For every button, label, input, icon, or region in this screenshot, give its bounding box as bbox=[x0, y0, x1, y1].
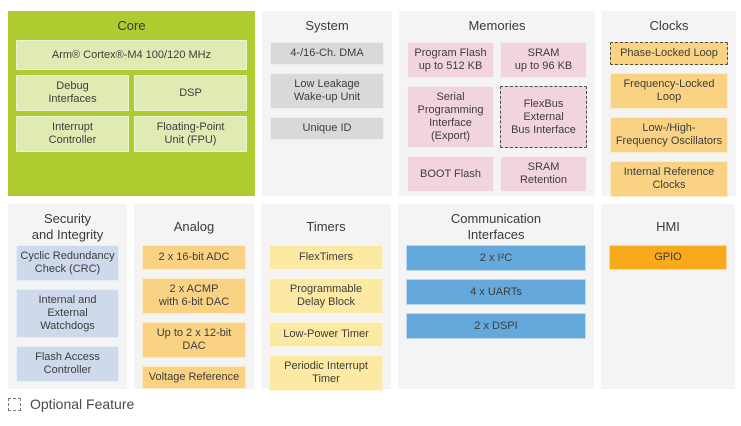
section-title-system: System bbox=[305, 18, 349, 33]
memories-blocks: Program Flash up to 512 KB SRAM up to 96… bbox=[407, 42, 587, 192]
block-dma: 4-/16-Ch. DMA bbox=[270, 42, 384, 65]
section-title-core: Core bbox=[117, 18, 146, 33]
security-blocks: Cyclic Redundancy Check (CRC) Internal a… bbox=[16, 245, 119, 382]
legend-label: Optional Feature bbox=[30, 396, 135, 412]
block-program-flash: Program Flash up to 512 KB bbox=[407, 42, 494, 78]
block-oscillators: Low-/High- Frequency Oscillators bbox=[610, 117, 728, 153]
block-internal-reference-clocks: Internal Reference Clocks bbox=[610, 161, 728, 197]
block-debug-interfaces: Debug Interfaces bbox=[16, 75, 129, 111]
section-security: Security and Integrity Cyclic Redundancy… bbox=[8, 204, 127, 389]
block-crc: Cyclic Redundancy Check (CRC) bbox=[16, 245, 119, 281]
section-analog: Analog 2 x 16-bit ADC 2 x ACMP with 6-bi… bbox=[134, 204, 254, 389]
block-low-power-timer: Low-Power Timer bbox=[269, 322, 383, 347]
block-interrupt-controller: Interrupt Controller bbox=[16, 116, 129, 152]
clocks-blocks: Phase-Locked Loop Frequency-Locked Loop … bbox=[610, 42, 728, 197]
block-acmp: 2 x ACMP with 6-bit DAC bbox=[142, 278, 246, 314]
section-system: System 4-/16-Ch. DMA Low Leakage Wake-up… bbox=[262, 11, 392, 196]
section-clocks: Clocks Phase-Locked Loop Frequency-Locke… bbox=[602, 11, 736, 197]
block-sram-retention: SRAM Retention bbox=[500, 156, 587, 192]
block-voltage-reference: Voltage Reference bbox=[142, 366, 246, 389]
block-flexbus-optional: FlexBus External Bus Interface bbox=[500, 86, 587, 148]
communication-blocks: 2 x I²C 4 x UARTs 2 x DSPI bbox=[406, 245, 586, 339]
block-gpio: GPIO bbox=[609, 245, 727, 270]
block-i2c: 2 x I²C bbox=[406, 245, 586, 271]
section-communication: Communication Interfaces 2 x I²C 4 x UAR… bbox=[398, 204, 594, 389]
hmi-blocks: GPIO bbox=[609, 245, 727, 270]
block-flextimers: FlexTimers bbox=[269, 245, 383, 270]
block-periodic-interrupt-timer: Periodic Interrupt Timer bbox=[269, 355, 383, 391]
section-title-memories: Memories bbox=[468, 18, 526, 33]
block-dac: Up to 2 x 12-bit DAC bbox=[142, 322, 246, 358]
optional-feature-icon bbox=[8, 397, 21, 411]
legend-optional-feature: Optional Feature bbox=[8, 396, 134, 412]
core-blocks: Arm® Cortex®-M4 100/120 MHz Debug Interf… bbox=[16, 40, 247, 152]
section-memories: Memories Program Flash up to 512 KB SRAM… bbox=[399, 11, 595, 196]
block-dspi: 2 x DSPI bbox=[406, 313, 586, 339]
section-title-communication: Communication Interfaces bbox=[450, 211, 542, 242]
block-llwu: Low Leakage Wake-up Unit bbox=[270, 73, 384, 109]
block-flash-access-controller: Flash Access Controller bbox=[16, 346, 119, 382]
section-timers: Timers FlexTimers Programmable Delay Blo… bbox=[261, 204, 391, 391]
block-fpu: Floating-Point Unit (FPU) bbox=[134, 116, 247, 152]
section-title-security: Security and Integrity bbox=[31, 211, 104, 242]
timers-blocks: FlexTimers Programmable Delay Block Low-… bbox=[269, 245, 383, 391]
block-uarts: 4 x UARTs bbox=[406, 279, 586, 305]
block-pll-optional: Phase-Locked Loop bbox=[610, 42, 728, 65]
system-blocks: 4-/16-Ch. DMA Low Leakage Wake-up Unit U… bbox=[270, 42, 384, 140]
block-programmable-delay-block: Programmable Delay Block bbox=[269, 278, 383, 314]
block-sram: SRAM up to 96 KB bbox=[500, 42, 587, 78]
block-boot-flash: BOOT Flash bbox=[407, 156, 494, 192]
block-dsp: DSP bbox=[134, 75, 247, 111]
section-core: Core Arm® Cortex®-M4 100/120 MHz Debug I… bbox=[8, 11, 255, 196]
block-cortex-m4: Arm® Cortex®-M4 100/120 MHz bbox=[16, 40, 247, 70]
section-title-analog: Analog bbox=[173, 219, 215, 234]
block-serial-programming: Serial Programming Interface (Export) bbox=[407, 86, 494, 148]
section-title-timers: Timers bbox=[306, 219, 346, 234]
analog-blocks: 2 x 16-bit ADC 2 x ACMP with 6-bit DAC U… bbox=[142, 245, 246, 389]
bottom-row: Security and Integrity Cyclic Redundancy… bbox=[8, 204, 735, 391]
section-hmi: HMI GPIO bbox=[601, 204, 735, 389]
block-unique-id: Unique ID bbox=[270, 117, 384, 140]
block-adc: 2 x 16-bit ADC bbox=[142, 245, 246, 270]
top-row: Core Arm® Cortex®-M4 100/120 MHz Debug I… bbox=[8, 11, 736, 197]
section-title-hmi: HMI bbox=[656, 219, 680, 234]
section-title-clocks: Clocks bbox=[649, 18, 689, 33]
block-fll: Frequency-Locked Loop bbox=[610, 73, 728, 109]
block-watchdogs: Internal and External Watchdogs bbox=[16, 289, 119, 338]
